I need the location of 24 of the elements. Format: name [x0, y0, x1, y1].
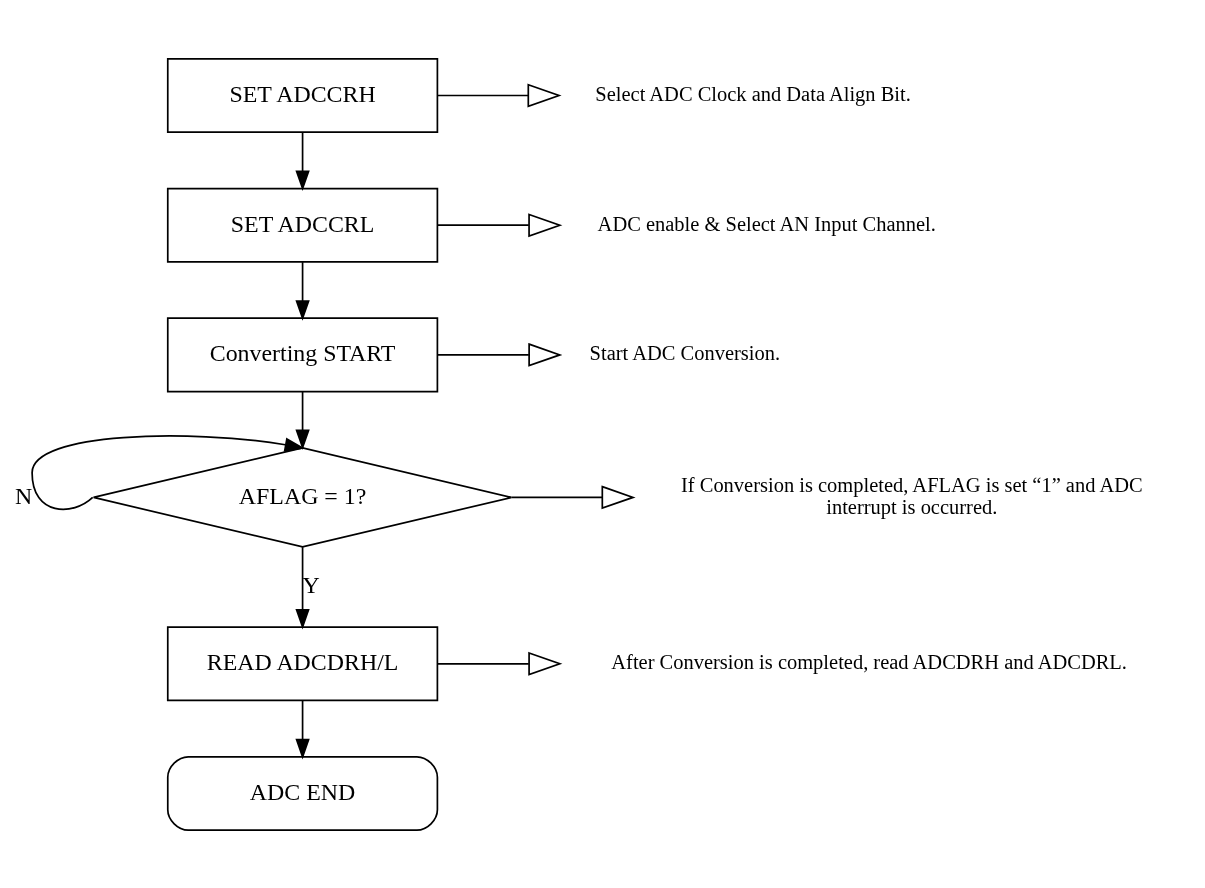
arrow — [436, 651, 563, 676]
node-text: Select ADC Clock and Data Align Bit. — [595, 82, 911, 105]
node-text: If Conversion is completed, AFLAG is set “1” and ADC interrupt is occurred. — [680, 473, 1143, 518]
node-text: ADC enable & Select AN Input Channel. — [597, 212, 936, 234]
arrow — [295, 131, 310, 191]
arrow — [295, 260, 310, 321]
node-box: READ ADCDRH/L — [166, 625, 439, 701]
edge-label: Y — [302, 571, 320, 598]
edge-label: N — [14, 482, 33, 509]
node-box: SET ADCCRL — [166, 187, 439, 263]
node-text: After Conversion is completed, read ADCDRH and ADCDRL. — [611, 650, 1127, 673]
arrow — [31, 434, 306, 510]
arrow — [436, 342, 563, 367]
arrow — [295, 390, 310, 450]
node-box: ADC END — [166, 755, 439, 831]
node-box: SET ADCCRH — [166, 57, 439, 133]
arrow — [295, 545, 310, 629]
arrow — [436, 83, 562, 107]
node-diamond: AFLAG = 1? — [92, 446, 513, 548]
arrow — [511, 484, 636, 509]
node-text: Start ADC Conversion. — [589, 341, 781, 364]
arrow — [436, 212, 563, 237]
arrow — [295, 699, 310, 759]
node-box: Converting START — [166, 316, 439, 392]
